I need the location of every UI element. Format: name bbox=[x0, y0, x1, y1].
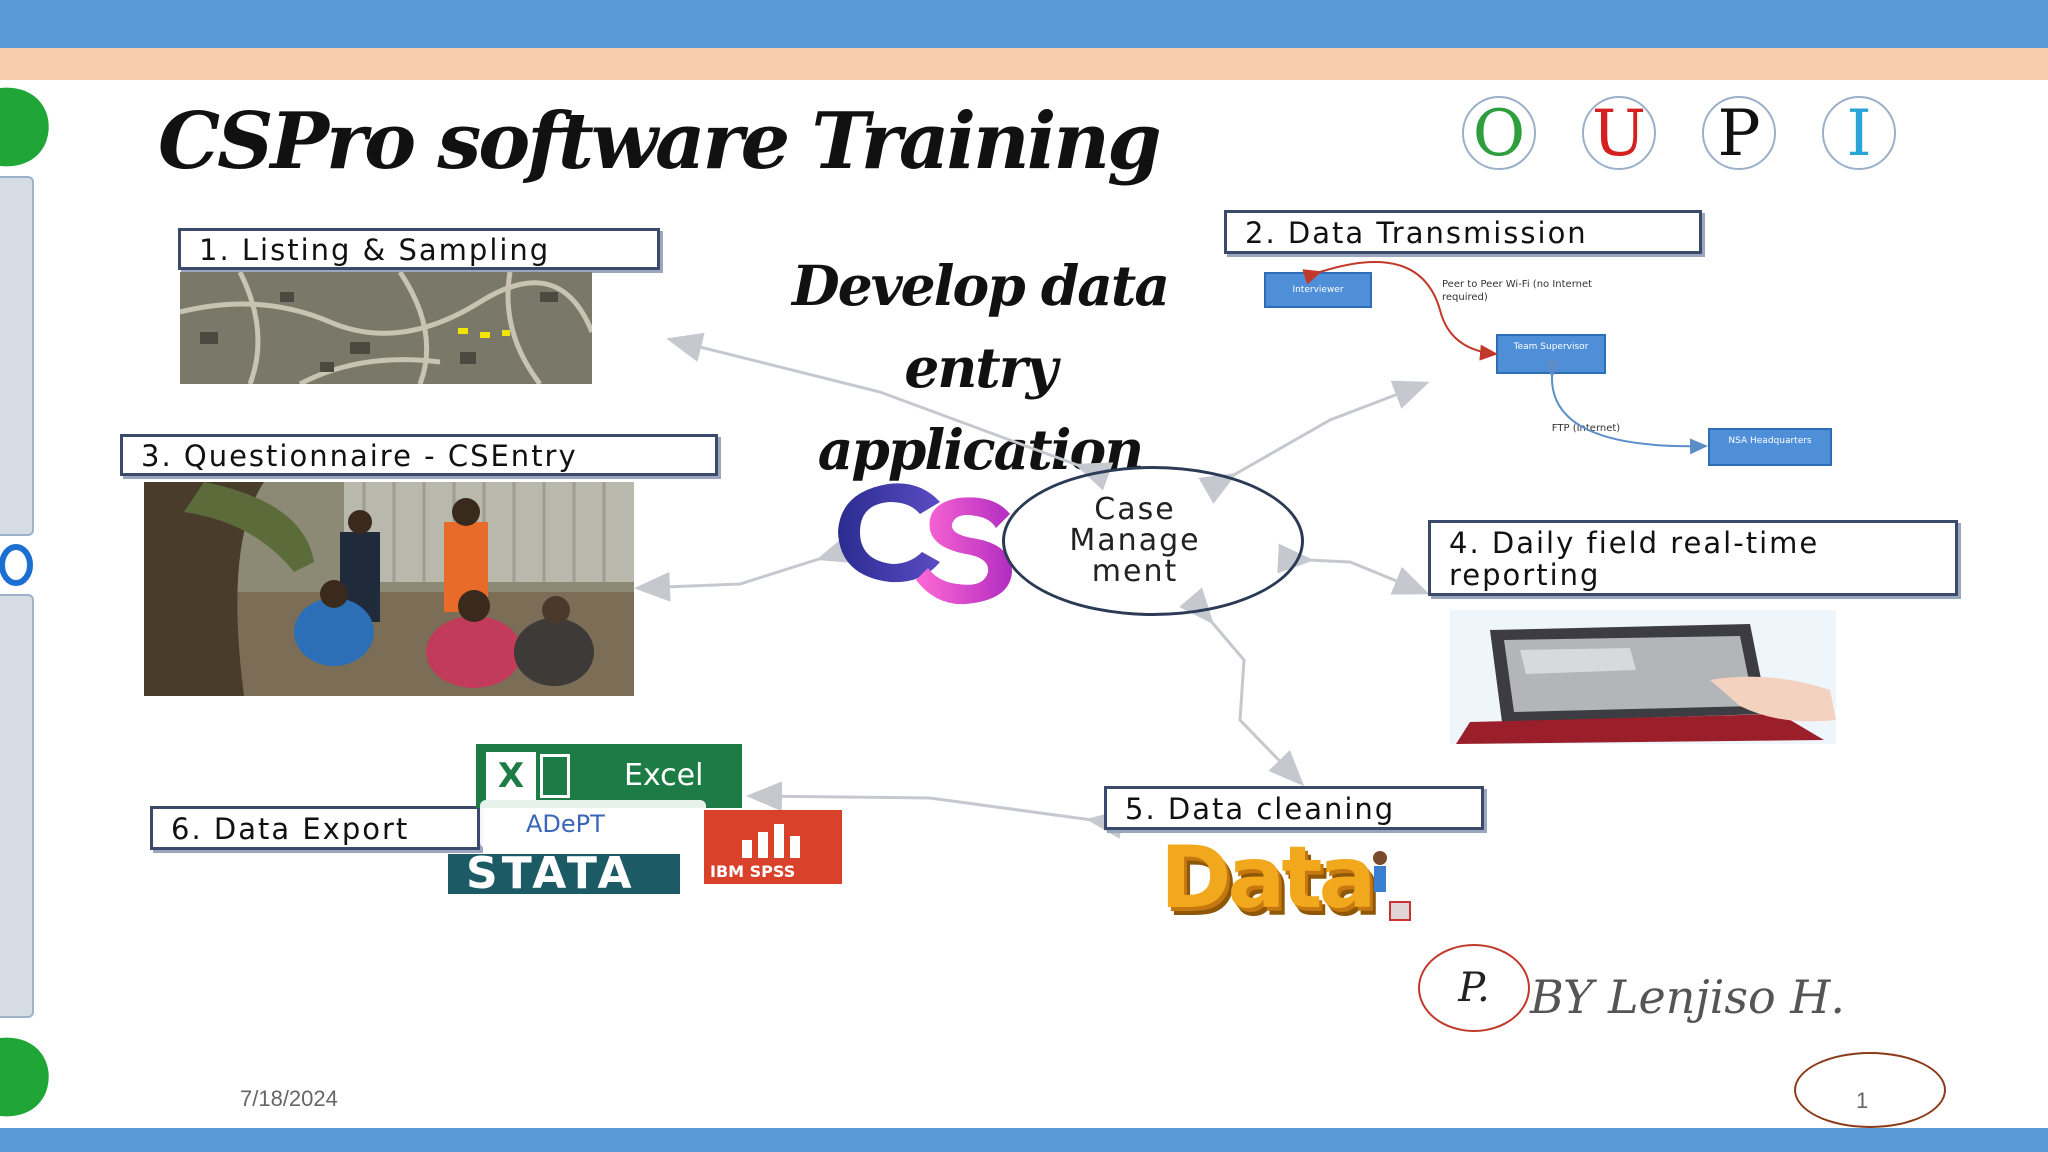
page-number: 1 bbox=[1856, 1088, 1869, 1113]
left-side-panel-upper bbox=[0, 176, 34, 536]
spss-bars-icon bbox=[742, 824, 800, 858]
stata-logo: Stata bbox=[448, 854, 680, 894]
excel-label: Excel bbox=[624, 758, 704, 793]
logo-letter-u: U bbox=[1582, 96, 1656, 170]
case-management-label: Case Manage ment bbox=[1069, 492, 1201, 589]
excel-grid-icon bbox=[540, 754, 570, 798]
green-leaf-icon-bottom bbox=[0, 1037, 49, 1117]
headquarters-node: NSA Headquarters bbox=[1708, 428, 1832, 466]
left-side-panel-lower bbox=[0, 594, 34, 1018]
step-daily-field-reporting: 4. Daily field real-time reporting bbox=[1428, 520, 1958, 596]
page-number-oval bbox=[1794, 1052, 1946, 1128]
slide-title: CSPro software Training bbox=[158, 96, 1162, 187]
cspro-cs-logo-icon bbox=[838, 483, 1012, 605]
data-3d-text: Data bbox=[1160, 828, 1377, 928]
laptop-reporting-image bbox=[1450, 610, 1836, 744]
data-cleaning-graphic: Data bbox=[1158, 828, 1418, 928]
step-data-cleaning: 5. Data cleaning bbox=[1104, 786, 1484, 830]
logo-letter-o: O bbox=[1462, 96, 1536, 170]
author-initial-circle: P. bbox=[1418, 944, 1530, 1032]
step-data-transmission: 2. Data Transmission bbox=[1224, 210, 1702, 254]
top-blue-band bbox=[0, 0, 2048, 48]
step-data-export: 6. Data Export bbox=[150, 806, 480, 850]
slide-date: 7/18/2024 bbox=[240, 1086, 338, 1111]
field-interview-photo bbox=[144, 482, 634, 696]
logo-letter-i: I bbox=[1822, 96, 1896, 170]
case-management-circle bbox=[1002, 466, 1304, 616]
adept-logo: ADePT bbox=[480, 800, 706, 848]
adept-label: ADePT bbox=[526, 810, 605, 838]
step-questionnaire-csentry: 3. Questionnaire - CSEntry bbox=[120, 434, 718, 476]
logo-letter-p: P bbox=[1702, 96, 1776, 170]
spss-logo: IBM SPSS bbox=[704, 810, 842, 884]
excel-x-icon: X bbox=[486, 752, 536, 800]
spss-label: IBM SPSS bbox=[710, 862, 796, 881]
stata-label: Stata bbox=[466, 854, 636, 894]
step-listing-sampling: 1. Listing & Sampling bbox=[178, 228, 660, 270]
bottom-blue-band bbox=[0, 1128, 2048, 1152]
top-peach-band bbox=[0, 48, 2048, 80]
author-name: BY Lenjiso H. bbox=[1530, 970, 1846, 1024]
transmission-arrows bbox=[1302, 260, 1708, 455]
excel-logo: X Excel bbox=[476, 744, 742, 808]
ring-icon bbox=[0, 544, 33, 586]
aerial-map-image bbox=[180, 272, 592, 384]
green-leaf-icon bbox=[0, 87, 49, 167]
